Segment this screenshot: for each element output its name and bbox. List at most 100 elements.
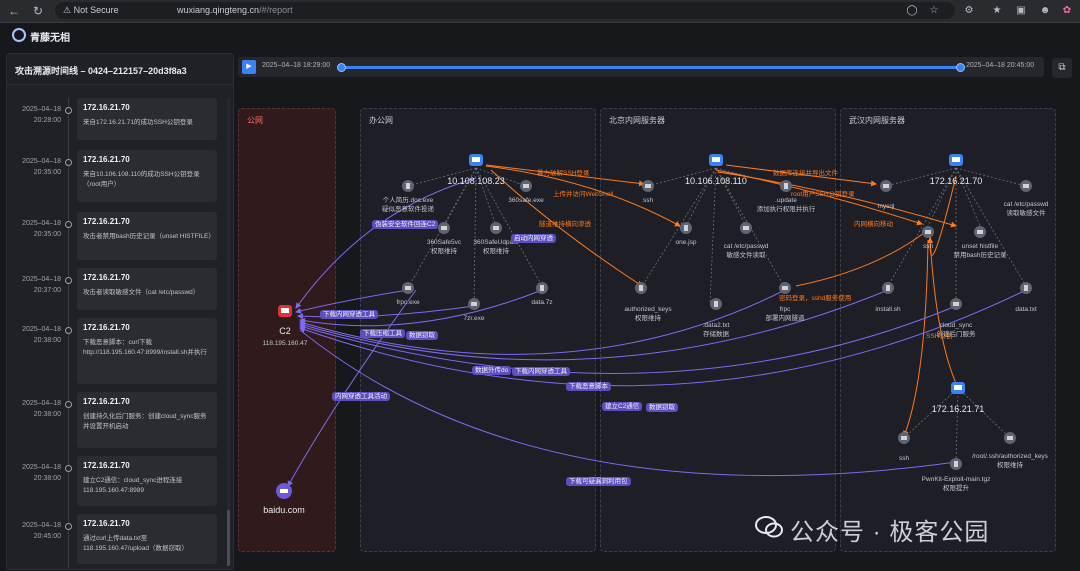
process-icon[interactable]	[779, 282, 791, 294]
event-card[interactable]: 172.16.21.70 下载恶意脚本：curl下载 http://118.19…	[77, 318, 217, 384]
node-onejsp: one.jsp	[675, 239, 697, 246]
scrollbar-track[interactable]	[227, 98, 230, 563]
host-monitor-icon[interactable]	[709, 154, 723, 166]
favorites-icon[interactable]: ★	[992, 5, 1002, 16]
timeline-dot	[65, 401, 72, 408]
panel-title: 攻击溯源时间线 – 0424–212157–20d3f8a3	[15, 66, 187, 76]
node-safe5vc: 360Safe5vc 权限维持	[426, 239, 462, 255]
event-date: 2025–04–18	[22, 326, 61, 333]
event-ip: 172.16.21.70	[83, 273, 130, 282]
node-7zr: 7zr.exe	[463, 315, 485, 322]
process-icon[interactable]	[1004, 432, 1016, 444]
node-data7z: data.7z	[531, 299, 553, 306]
process-icon[interactable]	[468, 298, 480, 310]
host-monitor-icon[interactable]	[949, 154, 963, 166]
event-date: 2025–04–18	[22, 220, 61, 227]
event-ip: 172.16.21.70	[83, 103, 130, 112]
event-card[interactable]: 172.16.21.70 攻击者读取敏感文件（cat /etc/passwd）	[77, 268, 217, 310]
time-slider-track[interactable]	[340, 66, 960, 69]
event-desc: 来自172.16.21.71的成功SSH公钥登录	[83, 119, 193, 126]
file-icon[interactable]	[780, 180, 792, 192]
event-desc: 下载恶意脚本：curl下载 http://118.195.160.47:8999…	[83, 339, 207, 356]
event-card[interactable]: 172.16.21.70 通过curl上传data.txt至118.195.16…	[77, 514, 217, 564]
event-card[interactable]: 172.16.21.70 建立C2通信：cloud_sync进程连接118.19…	[77, 456, 217, 506]
event-desc: 攻击者禁用bash历史记录（unset HISTFILE）	[83, 233, 215, 240]
host-office-ip: 10.108.108.23	[447, 176, 505, 186]
node-unset: unset histfile 禁用bash历史记录	[953, 243, 1007, 259]
event-desc: 创建持久化后门服务：创建cloud_sync服务并设置开机启动	[83, 413, 207, 430]
process-icon[interactable]	[740, 222, 752, 234]
file-icon[interactable]	[950, 458, 962, 470]
event-desc: 建立C2通信：cloud_sync进程连接118.195.160.47:8989	[83, 477, 183, 494]
node-mysql: mysql	[877, 203, 895, 210]
node-frpc-bj: frpc 部署内网隧道	[765, 306, 805, 322]
node-resume: 个人简历.doc.exe 疑似恶意软件投递	[382, 197, 434, 213]
slider-end-handle[interactable]	[956, 63, 965, 72]
zone-label: 武汉内网服务器	[849, 116, 905, 125]
edge-label: 数据窃取	[406, 331, 438, 340]
event-ip: 172.16.21.70	[83, 155, 130, 164]
event-card[interactable]: 172.16.21.70 来自10.106.108.110的成功SSH公钥登录（…	[77, 150, 217, 202]
file-icon[interactable]	[680, 222, 692, 234]
file-icon[interactable]	[1020, 282, 1032, 294]
file-icon[interactable]	[710, 298, 722, 310]
event-time: 20:28:00	[33, 117, 61, 124]
c2-ip: 118.195.160.47	[262, 340, 308, 347]
process-icon[interactable]	[974, 226, 986, 238]
extensions-icon[interactable]: ⚙	[964, 5, 974, 16]
scrollbar-thumb[interactable]	[227, 510, 230, 566]
node-install: install.sh	[875, 306, 901, 313]
process-icon[interactable]	[880, 180, 892, 192]
edge-spokes	[407, 167, 1027, 465]
process-icon[interactable]	[642, 180, 654, 192]
tabs-icon[interactable]: ▣	[1016, 5, 1026, 16]
process-icon[interactable]	[922, 226, 934, 238]
timeline-dot	[65, 221, 72, 228]
event-card[interactable]: 172.16.21.70 来自172.16.21.71的成功SSH公钥登录	[77, 98, 217, 140]
c2-server-icon[interactable]	[278, 305, 292, 317]
node-safeupdate: 360SafeUdpate 权限维持	[473, 239, 519, 255]
time-end: 2025–04–18 20:45:00	[966, 62, 1035, 69]
host-wuhan1-ip: 172.16.21.70	[929, 176, 983, 186]
file-icon[interactable]	[882, 282, 894, 294]
address-bar[interactable]: ⚠ Not Secure wuxiang.qingteng.cn/#/repor…	[55, 2, 955, 19]
copy-icon[interactable]: ⧉	[1052, 58, 1072, 78]
copilot-icon[interactable]: ✿	[1062, 5, 1072, 16]
file-icon[interactable]	[635, 282, 647, 294]
process-icon[interactable]	[490, 222, 502, 234]
event-card[interactable]: 172.16.21.70 攻击者禁用bash历史记录（unset HISTFIL…	[77, 212, 217, 260]
process-icon[interactable]	[520, 180, 532, 192]
process-icon[interactable]	[950, 298, 962, 310]
event-time: 20:37:00	[33, 287, 61, 294]
reload-icon[interactable]: ↻	[32, 4, 44, 18]
profile-icon[interactable]: ☻	[1039, 5, 1051, 16]
panel-divider	[7, 84, 233, 85]
file-icon[interactable]	[536, 282, 548, 294]
process-icon[interactable]	[1020, 180, 1032, 192]
file-icon[interactable]	[402, 180, 414, 192]
timeline-dot	[65, 465, 72, 472]
node-ssh-bj: ssh	[642, 197, 654, 204]
process-icon[interactable]	[402, 282, 414, 294]
host-monitor-icon[interactable]	[469, 154, 483, 166]
bookmark-star-icon[interactable]: ☆	[929, 5, 939, 16]
app-name: 青藤无相	[30, 33, 70, 44]
slider-start-handle[interactable]	[337, 63, 346, 72]
back-icon[interactable]: ←	[8, 4, 20, 18]
edge-label: 隧道维持横向渗透	[539, 221, 591, 228]
reader-icon[interactable]: ◯	[906, 5, 918, 16]
host-beijing-ip: 10.106.108.110	[685, 176, 747, 186]
edge-orange	[485, 164, 959, 437]
host-wuhan2-ip: 172.16.21.71	[931, 404, 985, 414]
event-card[interactable]: 172.16.21.70 创建持久化后门服务：创建cloud_sync服务并设置…	[77, 392, 217, 448]
event-desc: 攻击者读取敏感文件（cat /etc/passwd）	[83, 289, 200, 296]
host-monitor-icon[interactable]	[951, 382, 965, 394]
node-ssh-wh: ssh	[922, 243, 934, 250]
security-label[interactable]: ⚠ Not Secure	[63, 5, 119, 15]
node-pwnkit: PwnKit-Exploit-main.tgz 权限提升	[921, 476, 991, 492]
process-icon[interactable]	[438, 222, 450, 234]
baidu-icon[interactable]	[276, 483, 292, 499]
play-button[interactable]: ▶	[242, 60, 256, 74]
process-icon[interactable]	[898, 432, 910, 444]
node-update: .update 添加执行权限并执行	[756, 197, 816, 213]
